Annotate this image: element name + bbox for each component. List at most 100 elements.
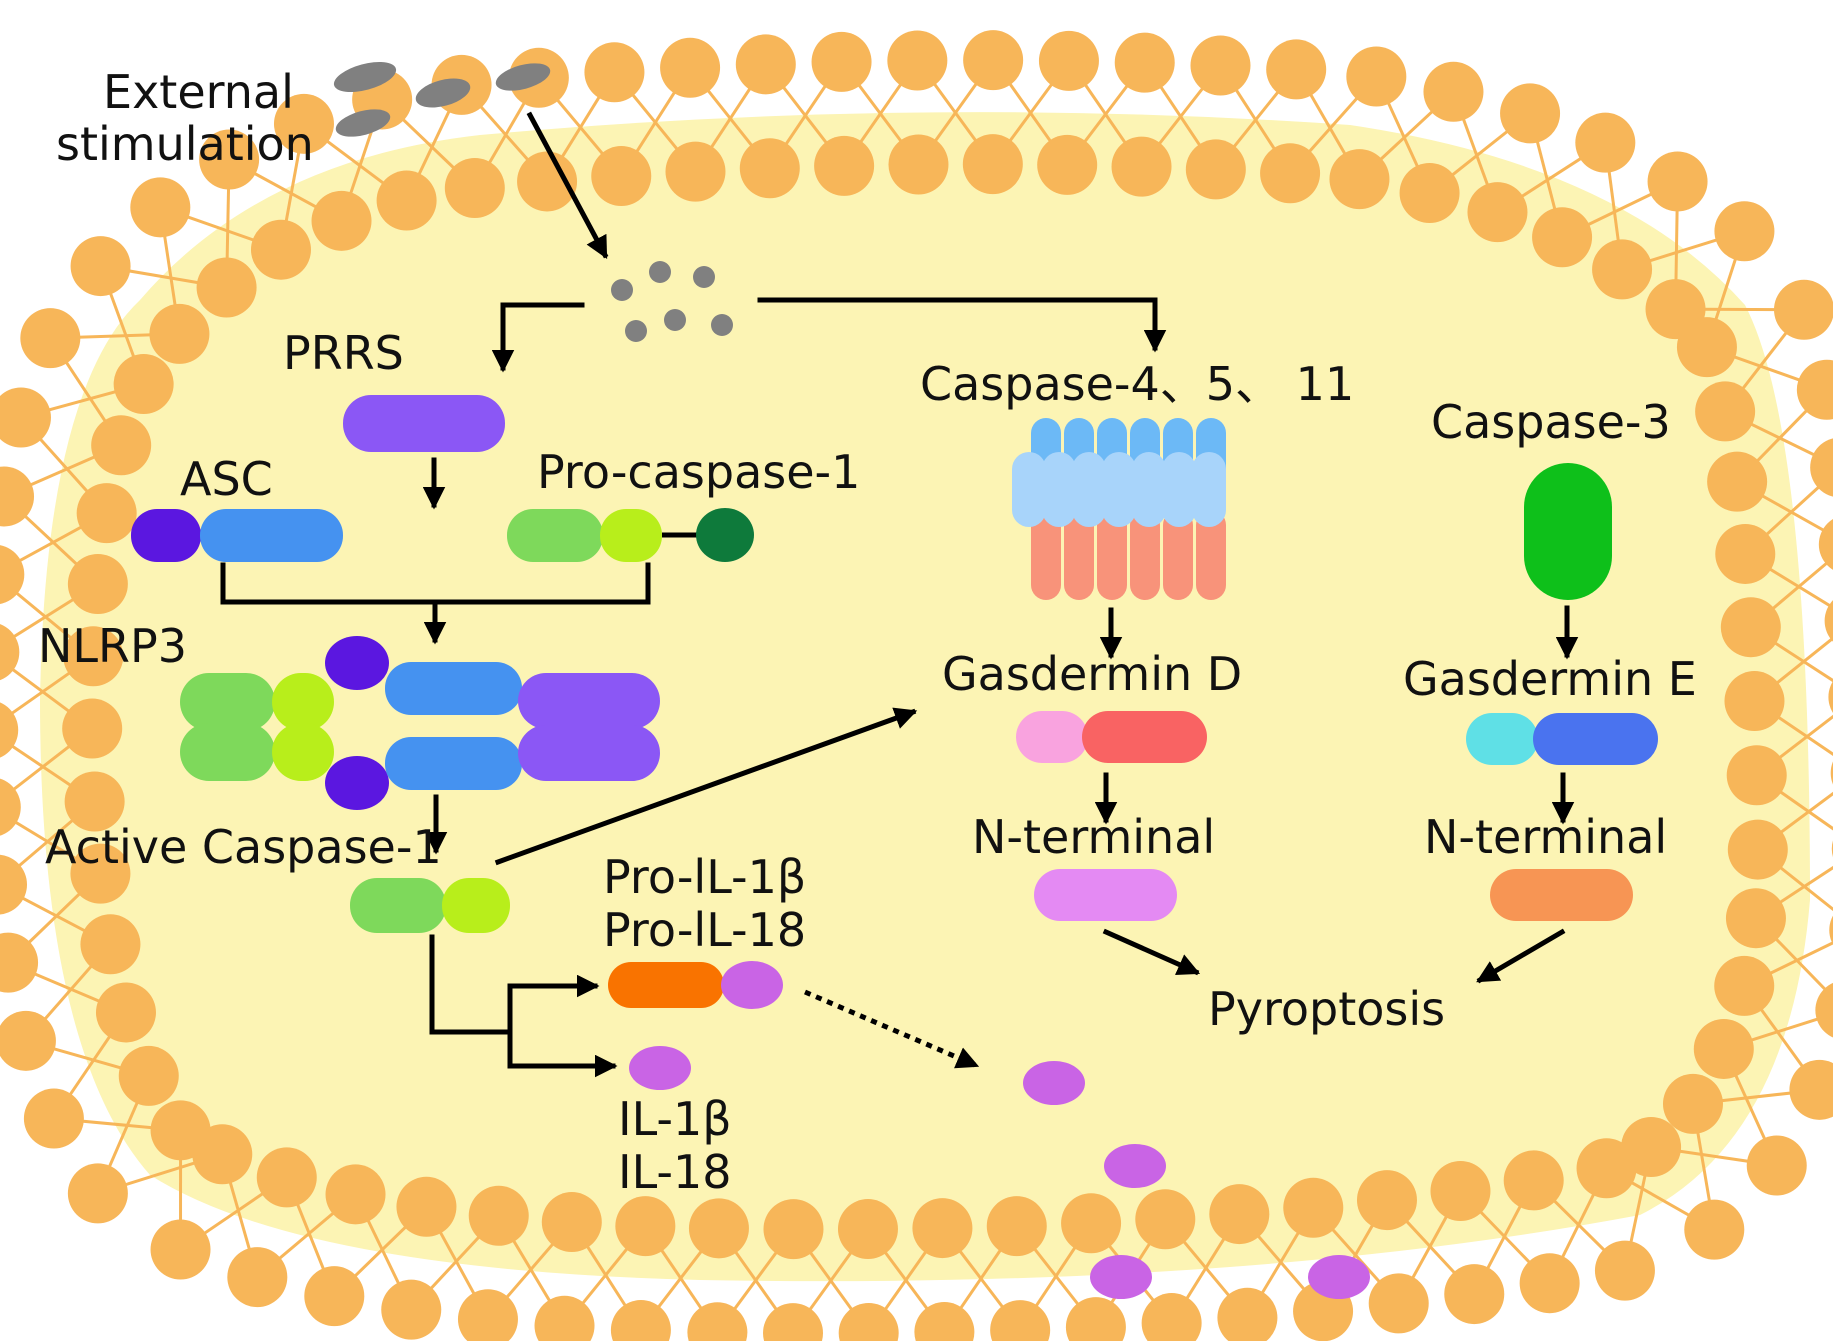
lipid-head [1724, 671, 1785, 732]
arrow-caspase-1-to-gasdermin-d [494, 707, 918, 866]
caspase-4-subunit-bottom [1196, 510, 1226, 600]
caspase-4-subunit-middle [1162, 452, 1196, 527]
lipid-head [1444, 1264, 1505, 1325]
lipid-head [1815, 982, 1833, 1038]
lipid-head [468, 1185, 529, 1246]
lipid-head [763, 1303, 824, 1341]
lipid-head [1037, 134, 1098, 195]
lipid-head [1592, 239, 1653, 300]
pro-il-mature-domain [721, 961, 783, 1009]
lipid-head [665, 141, 726, 202]
asc-pyd-domain [131, 509, 201, 562]
particle-icon [611, 279, 633, 301]
caspase-4-subunit-middle [1072, 452, 1106, 527]
lipid-head [376, 170, 437, 231]
nlrp3-inflammasome [180, 636, 660, 810]
lipid-head [196, 257, 257, 318]
lipid-head [1061, 1193, 1122, 1254]
lipid-head [311, 190, 372, 251]
caspase-4-subunit-middle [1102, 452, 1136, 527]
lipid-head [67, 554, 128, 615]
il-molecule [1023, 1061, 1085, 1105]
particle-icon [664, 309, 686, 331]
lipid-head [1647, 151, 1708, 212]
lipid-head [0, 778, 21, 836]
lipid-head [1810, 438, 1833, 497]
lipid-head [1830, 761, 1833, 785]
lipid-head [1714, 201, 1775, 262]
lipid-head [0, 854, 27, 915]
lipid-head [1368, 1273, 1429, 1334]
arrow-to-caspase-4 [757, 297, 1167, 353]
lipid-head [1707, 451, 1768, 512]
lipid-head [1727, 819, 1788, 880]
lipid-head [814, 135, 875, 196]
lipid-head [990, 1300, 1051, 1341]
lipid-head [1209, 1184, 1270, 1245]
lipid-head [1329, 149, 1390, 210]
gasdermin-d-label: Gasdermin D [942, 647, 1242, 701]
lipid-head [660, 37, 721, 98]
particle-icon [693, 266, 715, 288]
lipid-head [1621, 1117, 1682, 1178]
n-terminal-d-label: N-terminal [972, 810, 1215, 864]
lipid-head [199, 129, 260, 190]
lipid-head [0, 624, 20, 681]
particle-icon [335, 109, 391, 137]
lipid-head [0, 387, 51, 448]
caspase-3-label: Caspase-3 [1431, 395, 1671, 449]
lipid-head [118, 1045, 179, 1106]
lipid-head [444, 158, 505, 219]
caspase-4-subunit-bottom [1031, 510, 1061, 600]
lipid-head [1217, 1287, 1278, 1341]
lipid-head [227, 1247, 288, 1308]
lipid-head [888, 134, 949, 195]
lipid-head [0, 932, 39, 993]
lipid-head [1503, 1150, 1564, 1211]
lipid-head [1346, 46, 1407, 107]
lipid-head [1190, 35, 1251, 96]
il-molecule [1090, 1255, 1152, 1299]
il-molecule [629, 1046, 691, 1090]
gasdermin-d-n-terminal [1082, 711, 1207, 763]
lipid-head [23, 1088, 84, 1149]
lipid-head [1467, 182, 1528, 243]
pro-caspase-1-label: Pro-caspase-1 [537, 445, 860, 499]
n-terminal-e-label: N-terminal [1424, 810, 1667, 864]
lipid-head [962, 134, 1023, 195]
lipid-head [150, 1219, 211, 1280]
particle-icon [649, 261, 671, 283]
gasdermin-e-c-terminal [1466, 713, 1538, 765]
gasdermin-d-c-terminal [1016, 711, 1088, 763]
external-stimulation: External stimulation [56, 61, 551, 171]
lipid-head [67, 1163, 128, 1224]
lipid-head [1725, 888, 1786, 949]
lipid-head [1726, 745, 1787, 806]
lipid-head [688, 1198, 749, 1259]
lipid-head [1111, 136, 1172, 197]
lipid-head [1135, 1189, 1196, 1250]
lipid-head [534, 1295, 595, 1341]
il-molecule [1308, 1255, 1370, 1299]
asc-label: ASC [180, 452, 273, 506]
arrow-n-terminal-d-to-pyroptosis [1102, 928, 1201, 976]
lipid-head [1519, 1253, 1580, 1314]
lipid-head [91, 415, 152, 476]
lipid-head [256, 1147, 317, 1208]
lipid-head [887, 30, 948, 91]
caspase-4-subunit-bottom [1064, 510, 1094, 600]
lipid-head [912, 1198, 973, 1259]
released-cytokines [1023, 1061, 1370, 1299]
lipid-head [1038, 30, 1099, 91]
lipid-head [838, 1303, 899, 1341]
lipid-head [1260, 143, 1321, 204]
lipid-head [95, 982, 156, 1043]
lipid-head [541, 1192, 602, 1253]
lipid-head [1594, 1240, 1655, 1301]
pro-il-18-label: Pro-lL-18 [603, 903, 806, 957]
lipid-head [1828, 681, 1833, 714]
lipid-head [1824, 600, 1833, 642]
lipid-head [1829, 915, 1833, 945]
lipid-head [1789, 1059, 1833, 1120]
external-stimulation-label-1: External [103, 65, 294, 119]
